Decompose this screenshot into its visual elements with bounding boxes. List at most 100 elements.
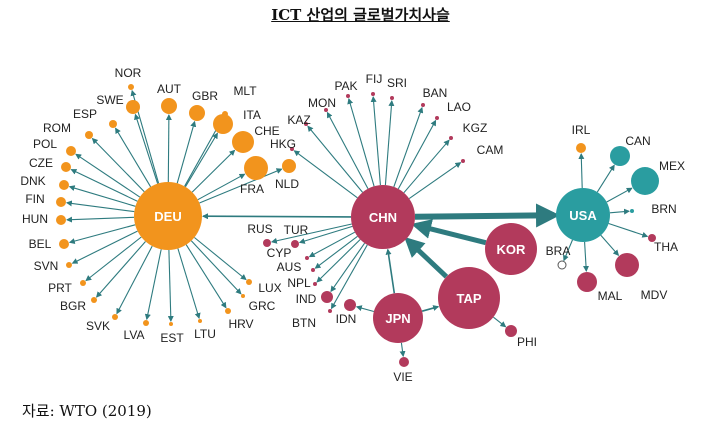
label-pak: PAK (334, 79, 357, 93)
node-nor (128, 84, 134, 90)
node-fra (244, 156, 268, 180)
edge-deu-fra (197, 173, 246, 201)
edge-chn-mon (326, 111, 369, 190)
label-mdv: MDV (641, 288, 668, 302)
node-esp (109, 120, 117, 128)
label-kaz: KAZ (287, 113, 310, 127)
label-tha: THA (654, 240, 678, 254)
edge-deu-pol (75, 153, 141, 198)
label-tur: TUR (284, 223, 309, 237)
edge-deu-prt (85, 236, 142, 282)
edge-chn-usa (414, 203, 560, 228)
edge-jpn-vie (399, 342, 406, 358)
node-kgz (449, 136, 453, 140)
label-idn: IDN (336, 312, 357, 326)
edge-usa-brn (609, 208, 630, 215)
node-bra (557, 260, 567, 270)
node-grc (241, 294, 245, 298)
label-lux: LUX (258, 281, 281, 295)
edge-deu-est (167, 249, 174, 322)
edge-chn-aus (314, 235, 358, 269)
node-ltu (198, 319, 202, 323)
edge-chn-deu (202, 213, 352, 220)
node-swe (126, 100, 140, 114)
edge-chn-tur (298, 225, 353, 244)
node-lao (435, 116, 439, 120)
node-kaz (304, 122, 308, 126)
edge-deu-aut (165, 114, 172, 183)
hub-label-usa: USA (569, 208, 597, 223)
edge-chn-hkg (293, 150, 358, 199)
node-bel (59, 239, 69, 249)
label-ita: ITA (243, 108, 261, 122)
node-bgr (91, 297, 97, 303)
node-lva (143, 320, 149, 326)
label-rus: RUS (247, 222, 272, 236)
node-nld (282, 159, 296, 173)
label-ltu: LTU (194, 327, 216, 341)
label-prt: PRT (48, 281, 72, 295)
label-swe: SWE (96, 93, 123, 107)
edge-chn-fij (370, 96, 381, 186)
label-irl: IRL (572, 123, 591, 137)
edge-chn-ban (393, 106, 424, 188)
label-sri: SRI (387, 76, 407, 90)
edge-deu-bel (68, 224, 136, 244)
label-nor: NOR (115, 66, 142, 80)
edge-jpn-chn (385, 248, 396, 294)
edge-deu-ita (184, 132, 218, 188)
node-irl (576, 143, 586, 153)
label-ban: BAN (423, 86, 448, 100)
edge-deu-hun (66, 216, 135, 223)
hub-node-kor (485, 223, 537, 275)
node-sri (390, 96, 394, 100)
node-npl (313, 282, 317, 286)
hub-node-deu (134, 182, 202, 250)
label-ind: IND (296, 292, 317, 306)
node-can (610, 146, 630, 166)
node-ita (213, 114, 233, 134)
node-mdv (615, 253, 639, 277)
edge-deu-lux (194, 237, 247, 281)
edge-chn-kaz (307, 125, 364, 193)
edge-deu-bgr (95, 241, 146, 298)
node-che (232, 131, 254, 153)
node-pol (66, 146, 76, 156)
node-pak (346, 94, 350, 98)
edge-chn-cyp (308, 231, 356, 258)
hub-node-tap (438, 267, 500, 329)
label-bel: BEL (29, 237, 52, 251)
label-svk: SVK (86, 319, 110, 333)
node-hun (56, 215, 66, 225)
node-tur (291, 240, 299, 248)
edge-chn-pak (347, 97, 375, 187)
node-cyp (305, 256, 309, 260)
edge-usa-irl (578, 153, 585, 189)
label-mal: MAL (598, 289, 623, 303)
edge-deu-nld (199, 168, 283, 204)
edge-chn-cam (408, 162, 462, 200)
label-brn: BRN (651, 202, 676, 216)
edge-chn-rus (270, 223, 352, 244)
edge-jpn-idn (355, 305, 375, 313)
node-svn (66, 262, 72, 268)
node-prt (80, 280, 86, 286)
label-rom: ROM (43, 121, 71, 135)
node-phi (505, 325, 517, 337)
node-est (169, 322, 173, 326)
label-lao: LAO (447, 100, 471, 114)
node-idn (344, 299, 356, 311)
edge-usa-mex (606, 187, 633, 203)
figure-title: ICT 산업의 글로벌가치사슬 (271, 6, 450, 24)
edge-deu-esp (115, 127, 152, 188)
node-fin (56, 197, 66, 207)
edge-tap-chn (404, 236, 449, 279)
edge-chn-btn (331, 244, 368, 310)
node-brn (630, 209, 634, 213)
edge-deu-grc (190, 240, 242, 295)
node-btn (328, 309, 332, 313)
edge-deu-dnk (68, 185, 136, 207)
label-bra: BRA (546, 244, 571, 258)
label-hrv: HRV (228, 317, 253, 331)
label-cze: CZE (29, 156, 53, 170)
